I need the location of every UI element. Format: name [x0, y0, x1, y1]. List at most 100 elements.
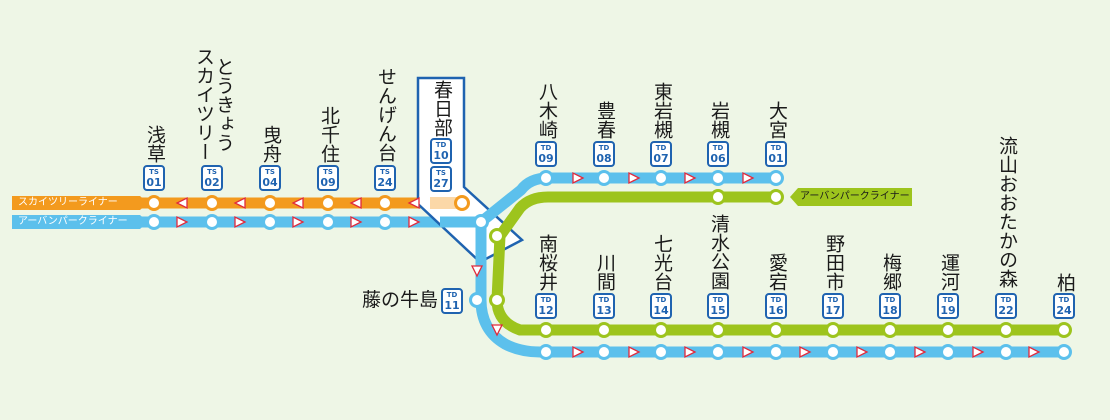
line-code: TD: [655, 144, 667, 152]
station-number: 16: [768, 304, 784, 317]
skytree-station-dot: [204, 195, 220, 211]
urban-park-liner-label: アーバンパークライナー: [18, 216, 128, 227]
station-number: 24: [377, 176, 393, 189]
station-number: 07: [653, 152, 669, 165]
station-name: 藤の牛島: [362, 289, 439, 311]
direction-arrow: [684, 171, 697, 185]
station-number: 22: [998, 304, 1014, 317]
kashiwa-branch-dot-blue: [940, 344, 956, 360]
direction-arrow: [291, 196, 304, 210]
skytree-liner-tag: [12, 196, 148, 210]
urban-station-dot: [377, 214, 393, 230]
station-name: 梅郷: [880, 253, 902, 291]
iwatsuki-dot-green: [710, 189, 726, 205]
station-name: 清水公園: [708, 214, 730, 290]
direction-arrow: [350, 215, 363, 229]
line-code: TD: [540, 144, 552, 152]
omiya-branch-dot: [653, 170, 669, 186]
direction-arrow: [175, 196, 188, 210]
kashiwa-branch-dot-green: [768, 322, 784, 338]
station-name: 岩槻: [708, 101, 730, 139]
skytree-station-dot: [377, 195, 393, 211]
line-code: TD: [1058, 296, 1070, 304]
station-name: 浅草: [144, 125, 166, 163]
station-number: 14: [653, 304, 669, 317]
direction-arrow: [233, 196, 246, 210]
kashiwa-branch-dot-green: [653, 322, 669, 338]
kashiwa-branch-dot-green: [710, 322, 726, 338]
station-number: 09: [320, 176, 336, 189]
kasukabe-platform: [430, 197, 460, 209]
direction-arrow: [972, 345, 985, 359]
line-code: TS: [436, 169, 446, 177]
fujinoushijima-dot-green: [489, 292, 505, 308]
station-number: 06: [710, 152, 726, 165]
direction-arrow: [628, 171, 641, 185]
line-code: TS: [149, 168, 159, 176]
kashiwa-branch-dot-blue: [538, 344, 554, 360]
station-number: 12: [538, 304, 554, 317]
line-code: TD: [712, 296, 724, 304]
station-name: 川間: [594, 253, 616, 291]
skytree-station-dot: [146, 195, 162, 211]
line-code: TD: [598, 296, 610, 304]
station-number: 01: [768, 152, 784, 165]
station-number: 24: [1056, 304, 1072, 317]
direction-arrow: [856, 345, 869, 359]
station-name: 七光台: [651, 233, 673, 291]
urban-park-liner-left-tag: [12, 215, 148, 229]
line-code: TS: [207, 168, 217, 176]
omiya-branch-dot: [710, 170, 726, 186]
direction-arrow: [407, 196, 420, 210]
station-number: 13: [596, 304, 612, 317]
station-name: 曳舟: [260, 125, 282, 163]
line-code: TD: [435, 141, 447, 149]
station-name: 大宮: [766, 101, 788, 139]
kashiwa-branch-dot-green: [538, 322, 554, 338]
direction-arrow: [799, 345, 812, 359]
station-number: 08: [596, 152, 612, 165]
station-name: 運河: [938, 253, 960, 291]
urban-park-liner-right-tag: [790, 188, 912, 206]
line-code: TD: [942, 296, 954, 304]
urban-park-liner-right-label: アーバンパークライナー: [800, 191, 910, 202]
direction-arrow: [628, 345, 641, 359]
station-name: 南桜井: [536, 233, 558, 291]
station-name: 北千住: [318, 105, 340, 163]
direction-arrow: [572, 345, 585, 359]
kashiwa-branch-dot-green: [825, 322, 841, 338]
direction-arrow: [349, 196, 362, 210]
skytree-liner-label: スカイツリーライナー: [18, 197, 118, 208]
omiya-branch-dot: [538, 170, 554, 186]
station-number: 04: [262, 176, 278, 189]
omiya-branch-dot: [596, 170, 612, 186]
kashiwa-branch-dot-blue: [825, 344, 841, 360]
line-code: TS: [380, 168, 390, 176]
kashiwa-branch-dot-green: [596, 322, 612, 338]
urban-station-dot: [262, 214, 278, 230]
kashiwa-branch-dot-blue: [998, 344, 1014, 360]
fujinoushijima-dot: [469, 292, 485, 308]
station-name: 東岩槻: [651, 81, 673, 139]
kashiwa-branch-dot-blue: [596, 344, 612, 360]
station-number: 10: [433, 149, 449, 162]
station-number: 09: [538, 152, 554, 165]
